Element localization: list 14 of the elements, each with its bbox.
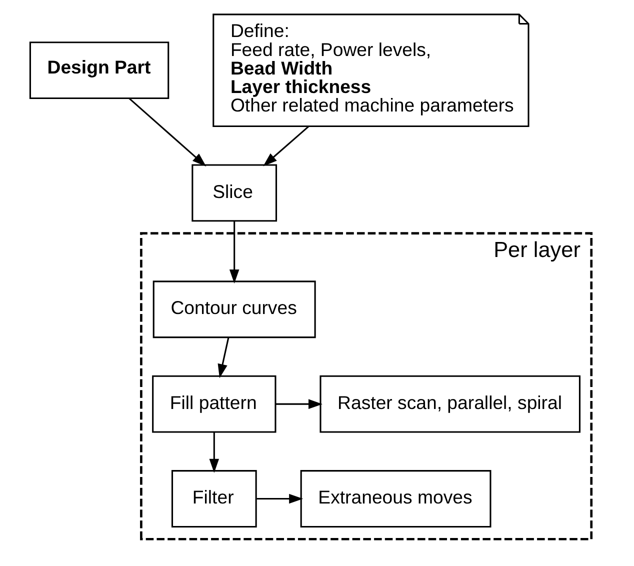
arrow xyxy=(263,126,310,166)
node-box: Contour curves xyxy=(152,280,316,338)
node-box: Design Part xyxy=(29,42,170,100)
node-box: Raster scan, parallel, spiral xyxy=(320,375,580,433)
arrow xyxy=(229,221,240,284)
arrow xyxy=(256,494,304,504)
arrow xyxy=(276,399,322,409)
node-box: Extraneous moves xyxy=(300,470,492,528)
node-box: Filter xyxy=(171,470,257,528)
node-box: Fill pattern xyxy=(152,375,276,433)
arrow xyxy=(128,98,206,167)
arrow xyxy=(218,337,230,378)
node-box: Slice xyxy=(192,164,278,222)
arrow xyxy=(209,432,220,473)
